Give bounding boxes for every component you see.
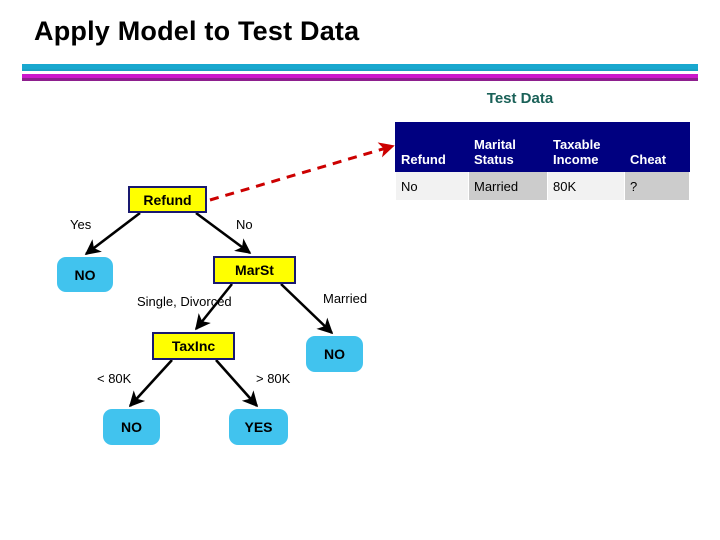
- edge-marst-married: [280, 283, 334, 335]
- column-header-refund: Refund: [395, 122, 469, 172]
- divider-rule-magenta: [22, 74, 698, 78]
- tree-leaf-no-married[interactable]: NO: [306, 336, 363, 372]
- table-row: No Married 80K ?: [395, 171, 690, 201]
- edge-label-marst-married: Married: [323, 291, 368, 306]
- column-header-marital-status: Marital Status: [468, 122, 548, 172]
- tree-leaf-no-refund-yes[interactable]: NO: [57, 257, 113, 292]
- test-data-caption: Test Data: [486, 90, 554, 107]
- edge-refund-yes: [84, 211, 141, 256]
- divider-rule-teal-shadow: [22, 69, 698, 71]
- edge-label-taxinc-gt80k: > 80K: [256, 371, 291, 386]
- edge-taxinc-lt80k: [128, 359, 173, 408]
- edge-label-marst-single-divorced: Single, Divorced: [137, 294, 232, 309]
- cell-refund: No: [395, 171, 469, 201]
- column-header-taxable-income: Taxable Income: [547, 122, 625, 172]
- page-title: Apply Model to Test Data: [34, 16, 360, 46]
- edge-refund-no: [195, 211, 252, 255]
- column-header-cheat: Cheat: [624, 122, 690, 172]
- tree-node-taxinc[interactable]: TaxInc: [152, 332, 235, 360]
- tree-leaf-yes-gt80k[interactable]: YES: [229, 409, 288, 445]
- edge-marst-single-divorced: [194, 283, 234, 331]
- edge-label-refund-yes: Yes: [70, 217, 92, 232]
- edge-taxinc-gt80k: [215, 359, 259, 408]
- test-data-table: Refund Marital Status Taxable Income Che…: [395, 122, 690, 201]
- edge-label-refund-no: No: [236, 217, 253, 232]
- divider-rule-magenta-shadow: [22, 78, 698, 81]
- test-record-pointer-arrow: [209, 142, 395, 202]
- cell-cheat: ?: [624, 171, 690, 201]
- tree-node-marst[interactable]: MarSt: [213, 256, 296, 284]
- table-header-row: Refund Marital Status Taxable Income Che…: [395, 122, 690, 172]
- cell-taxable-income: 80K: [547, 171, 625, 201]
- tree-leaf-no-lt80k[interactable]: NO: [103, 409, 160, 445]
- cell-marital-status: Married: [468, 171, 548, 201]
- edge-label-taxinc-lt80k: < 80K: [97, 371, 132, 386]
- tree-node-refund[interactable]: Refund: [128, 186, 207, 213]
- divider-rule-teal: [22, 64, 698, 69]
